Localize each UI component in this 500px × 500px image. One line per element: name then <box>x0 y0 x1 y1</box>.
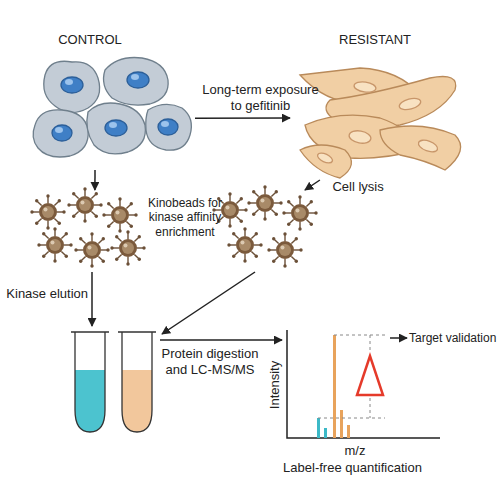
kinobeads-control <box>102 197 137 232</box>
mass-spectrum <box>287 330 440 438</box>
sample-tubes <box>118 332 156 432</box>
resistant-cells <box>380 126 461 170</box>
kinobeads-control <box>30 194 65 229</box>
sample-tubes <box>122 370 152 432</box>
control-cells <box>131 74 139 80</box>
control-cells <box>158 119 178 135</box>
kinobeads-control <box>74 232 109 267</box>
control-cells <box>52 125 72 141</box>
resistant-cells <box>300 145 351 178</box>
node-heading: CONTROL <box>30 32 150 48</box>
kinobeads-resistant <box>267 232 302 267</box>
control-cells-group: CONTROL <box>30 30 195 170</box>
mass-spectrum <box>357 356 383 395</box>
edge-label: Cell lysis <box>332 179 383 195</box>
control-cells <box>104 58 169 106</box>
mass-spectrum <box>317 418 320 438</box>
control-cells <box>161 121 169 127</box>
step-label: Protein digestion and LC-MS/MS <box>156 346 264 377</box>
kinobeads-control <box>30 187 145 267</box>
kinobeads-group: Kinobeads for kinase affinity enrichment <box>25 190 320 280</box>
resistant-cells <box>300 68 461 178</box>
edge-label: Long-term exposure to gefitinib <box>200 82 322 113</box>
mass-spectrum <box>370 398 371 418</box>
kinobeads-resistant <box>247 185 282 220</box>
control-cells <box>65 79 73 85</box>
resistant-cells <box>348 129 372 145</box>
control-cells <box>44 61 100 112</box>
node-heading: RESISTANT <box>315 32 435 48</box>
mass-spectrum <box>318 335 385 418</box>
sample-tubes <box>75 370 105 432</box>
control-cells <box>55 74 169 133</box>
resistant-cells-group: RESISTANT <box>290 30 465 180</box>
flow-arrows <box>160 339 282 341</box>
mass-spectrum <box>347 425 350 438</box>
flow-arrow <box>94 170 96 190</box>
flow-arrows <box>92 272 407 340</box>
flow-arrow <box>305 180 320 190</box>
flow-arrows <box>162 272 255 334</box>
kinobeads-control <box>67 187 102 222</box>
control-cells <box>33 110 88 157</box>
sample-tubes <box>71 332 109 432</box>
flow-arrow <box>195 117 290 119</box>
resistant-cells <box>353 81 376 94</box>
control-cells <box>61 77 83 93</box>
flow-arrows <box>390 337 407 339</box>
kinobeads-resistant <box>227 227 262 262</box>
control-cells <box>33 58 191 158</box>
control-cells <box>146 104 192 150</box>
kinobeads-resistant <box>282 195 317 230</box>
resistant-cells <box>316 151 334 165</box>
mass-spectrum <box>340 410 343 438</box>
control-cells <box>127 72 149 88</box>
kinobeads-resistant <box>212 185 317 267</box>
control-cells <box>109 122 117 128</box>
mass-spectrum <box>287 330 440 438</box>
step-label: Kinase elution <box>0 286 88 302</box>
resistant-cells <box>316 81 439 165</box>
kinobeads-control <box>37 227 72 262</box>
mass-spectrum <box>334 335 385 336</box>
mass-spectrum <box>333 335 336 438</box>
resistant-cells <box>417 138 439 154</box>
kinobeads-control <box>110 230 145 265</box>
node-heading: Kinobeads for kinase affinity enrichment <box>143 196 227 239</box>
sample-tubes <box>71 332 156 432</box>
mass-spectrum <box>324 428 327 438</box>
mass-spectrum <box>370 335 371 352</box>
node-heading: Label-free quantification <box>260 460 445 476</box>
control-cells <box>52 72 178 141</box>
control-cells <box>55 127 63 133</box>
mass-spectrum <box>318 418 385 419</box>
control-cells <box>87 103 146 154</box>
flow-arrows <box>91 272 93 326</box>
axis-label: Intensity <box>267 361 283 409</box>
control-cells <box>105 120 127 136</box>
axis-label: m/z <box>330 443 380 459</box>
outcome-label: Target validation <box>409 331 496 345</box>
resistant-cells <box>398 96 422 111</box>
